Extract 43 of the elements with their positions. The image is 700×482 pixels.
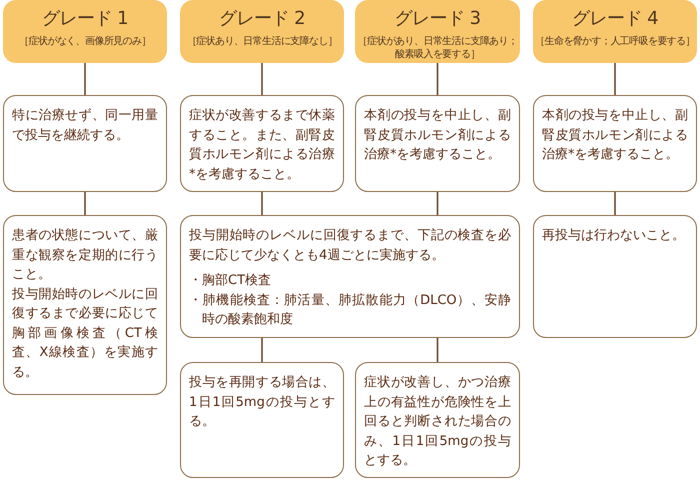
instruction-box	[180, 215, 520, 338]
instruction-box	[533, 215, 697, 338]
grade-title: グレード 4	[572, 7, 658, 31]
instruction-box	[3, 215, 167, 395]
instruction-text: 特に治療せず、同一用量で投与を継続する。	[12, 107, 158, 144]
instruction-box	[180, 95, 344, 192]
instruction-text: 投与を再開する場合は、1日1回5mgの投与とする。	[189, 374, 335, 431]
grade-title: グレード 2	[218, 7, 306, 31]
instruction-text: 本剤の投与を中止し、副腎皮質ホルモン剤による治療*を考慮すること。	[542, 107, 688, 164]
instruction-box	[355, 362, 520, 478]
connector-line	[436, 63, 438, 95]
connector-line	[614, 63, 616, 95]
grade-title: グレード 1	[42, 7, 128, 31]
grade-header	[180, 0, 344, 63]
grade-criteria: ［症状がなく、画像所見のみ］	[19, 35, 151, 48]
instruction-box	[180, 362, 344, 478]
instruction-box	[3, 95, 167, 192]
instruction-text: 症状が改善するまで休薬すること。また、副腎皮質ホルモン剤による治療*を考慮すること。	[189, 107, 335, 184]
grade-header	[533, 0, 697, 63]
instruction-text: 再投与は行わないこと。	[542, 227, 686, 245]
grade-criteria: ［生命を脅かす；人工呼吸を要する］	[535, 35, 695, 48]
connector-line	[261, 192, 263, 215]
connector-line	[261, 338, 263, 362]
grade-title: グレード 3	[394, 7, 481, 31]
grade-criteria: ［症状があり、日常生活に支障あり；酸素吸入を要する］	[356, 35, 518, 61]
instruction-text: 投与開始時のレベルに回復するまで、下記の検査を必要に応じて少なくとも4週ごとに実施する。	[189, 227, 511, 264]
connector-line	[614, 192, 616, 215]
connector-line	[436, 338, 438, 362]
instruction-text: 投与開始時のレベルに回復するまで必要に応じて胸部画像検査（CT検査、X線検査）を実施する。	[12, 286, 158, 382]
instruction-box	[533, 95, 697, 192]
connector-line	[436, 192, 438, 215]
bullet-item: ・肺機能検査：肺活量、肺拡散能力（DLCO）、安静時の酸素飽和度	[189, 292, 511, 329]
bullet-item: ・胸部CT検査	[189, 272, 272, 290]
instruction-text: 患者の状態について、厳重な観察を定期的に行うこと。	[12, 227, 158, 284]
instruction-text: 症状が改善し、かつ治療上の有益性が危険性を上回ると判断された場合のみ、1日1回5mgの投与とする。	[364, 374, 511, 470]
instruction-text: 本剤の投与を中止し、副腎皮質ホルモン剤による治療*を考慮すること。	[364, 107, 511, 164]
grade-criteria: ［症状あり、日常生活に支障なし］	[186, 35, 338, 48]
connector-line	[261, 63, 263, 95]
instruction-box	[355, 95, 520, 192]
grade-header	[355, 0, 520, 63]
connector-line	[84, 192, 86, 215]
connector-line	[84, 63, 86, 95]
grade-header	[3, 0, 167, 63]
